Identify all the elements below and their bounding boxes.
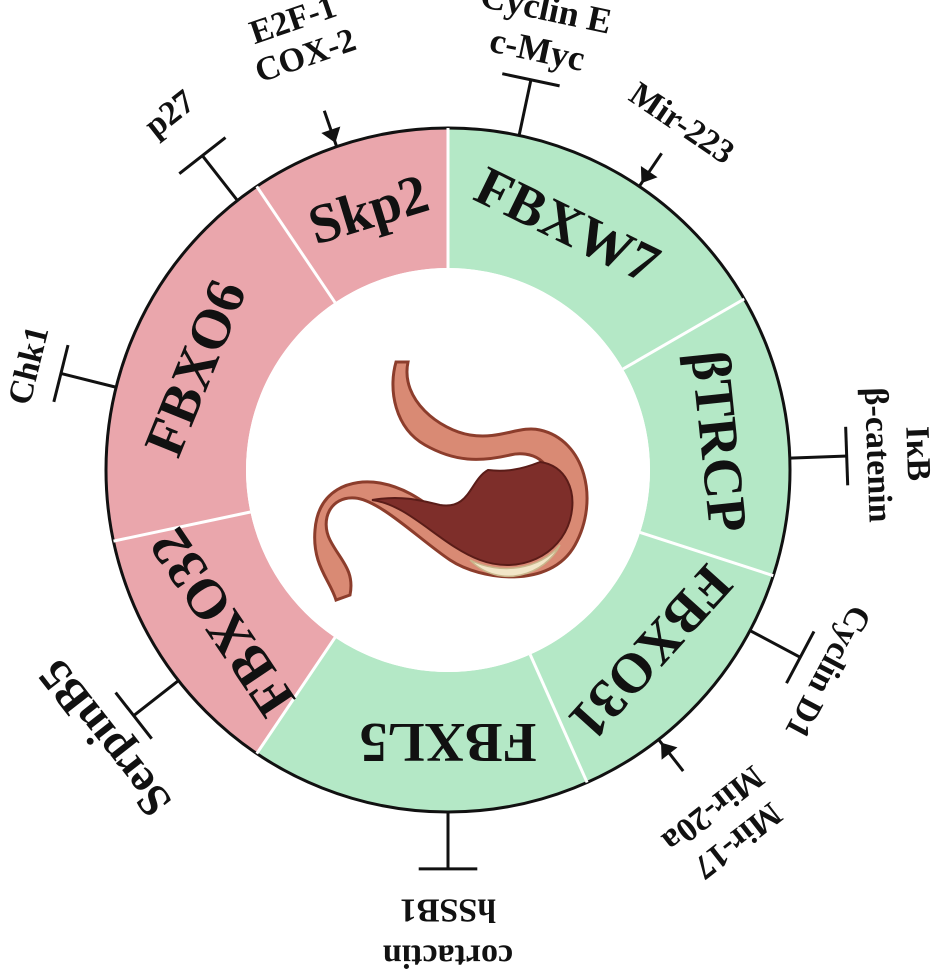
regulator-label: p27 <box>137 83 201 145</box>
regulator-text-group: cortactin hSSB1 <box>383 892 513 972</box>
connector-line <box>519 79 531 136</box>
regulator-text-group: SerpinB5 <box>28 650 181 826</box>
regulator-label: SerpinB5 <box>28 650 181 826</box>
inhibition-bar <box>179 138 225 174</box>
connector-line <box>60 373 116 387</box>
regulator-fbxo32_serpinb5: SerpinB5 <box>28 650 181 826</box>
activation-arrow <box>661 743 677 760</box>
regulator-label: cortactin <box>383 938 513 972</box>
regulator-label: β-catenin <box>857 387 899 523</box>
regulator-label: Mir-223 <box>623 75 741 171</box>
regulator-text-group: Mir-223 <box>623 75 741 171</box>
regulator-skp2_p27: p27 <box>137 83 237 201</box>
regulator-fbxo6_chk1: Chk1 <box>1 323 116 409</box>
connector-line <box>133 681 179 717</box>
regulator-text-group: p27 <box>137 83 201 145</box>
regulator-label: IκB <box>898 426 937 482</box>
regulator-label: hSSB1 <box>400 892 496 929</box>
regulator-text-group: Chk1 <box>1 323 56 409</box>
connector-line <box>202 155 238 201</box>
activation-arrow <box>641 166 658 183</box>
regulator-fbxw7_mir223: Mir-223 <box>623 75 741 186</box>
connector-line <box>790 456 848 458</box>
segment-label-fbxl5: FBXL5 <box>359 711 536 773</box>
regulator-text-group: Cyclin Ec-Myc <box>468 0 615 83</box>
regulator-fbxl5_hssb1: cortactin hSSB1 <box>383 812 513 972</box>
regulator-fbxw7_cyclin_e: Cyclin Ec-Myc <box>468 0 615 135</box>
regulator-fbxo31_cyclin_d1: Cyclin D1 <box>750 599 878 744</box>
connector-line <box>750 631 801 658</box>
inhibition-bar <box>846 427 848 486</box>
center-disc <box>246 268 650 672</box>
regulator-label: Chk1 <box>1 323 56 409</box>
